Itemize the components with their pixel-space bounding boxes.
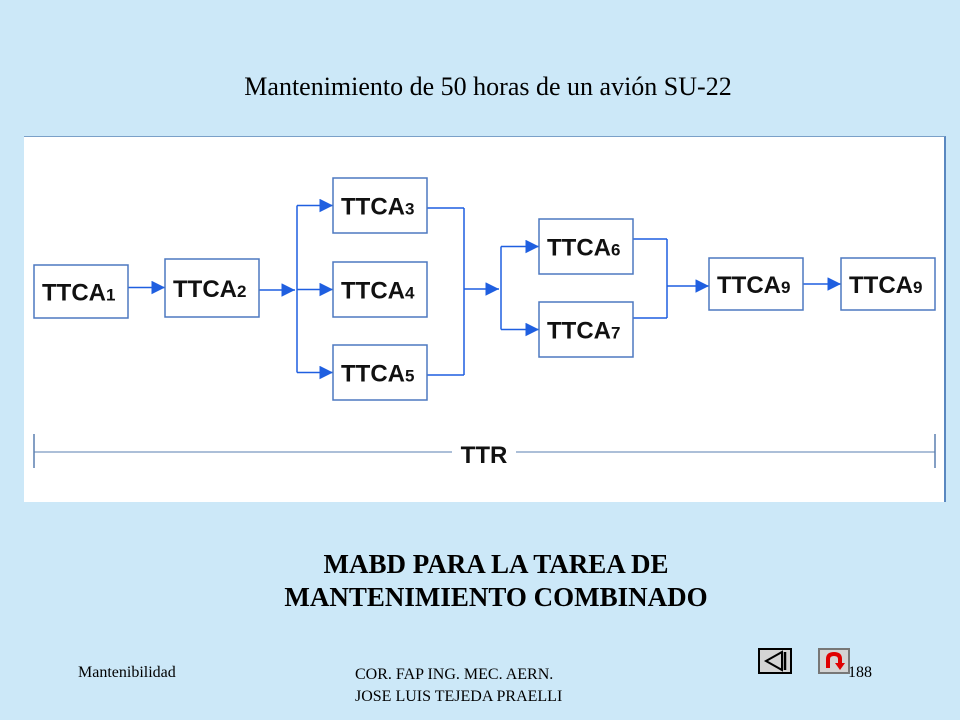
ttr-label: TTR: [461, 442, 508, 469]
diagram-caption: MABD PARA LA TAREA DE MANTENIMIENTO COMB…: [0, 548, 960, 614]
back-button[interactable]: [758, 648, 792, 674]
node-ttca-3: TTCA3: [332, 177, 428, 234]
footer-course: Mantenibilidad: [78, 664, 176, 681]
caption-line-2: MANTENIMIENTO COMBINADO: [284, 582, 708, 612]
diagram-connectors: [128, 198, 841, 380]
return-up-icon: [826, 651, 845, 670]
slide-title: Mantenimiento de 50 horas de un avión SU…: [244, 72, 732, 101]
node-ttca-5: TTCA5: [332, 344, 428, 401]
footer-author: COR. FAP ING. MEC. AERN. JOSE LUIS TEJED…: [355, 664, 562, 708]
node-ttca-1: TTCA1: [33, 264, 129, 319]
caption-line-1: MABD PARA LA TAREA DE: [323, 549, 669, 579]
node-ttca-9: TTCA9: [840, 257, 936, 311]
node-label: TTCA6: [547, 235, 620, 262]
node-label: TTCA7: [547, 318, 620, 345]
page-number: 188: [848, 664, 872, 681]
node-label: TTCA9: [717, 272, 790, 299]
node-label: TTCA4: [341, 278, 415, 305]
footer-author-line-2: JOSE LUIS TEJEDA PRAELLI: [355, 688, 563, 705]
node-label: TTCA3: [341, 194, 414, 221]
node-label: TTCA1: [42, 280, 115, 307]
node-label: TTCA9: [849, 272, 922, 299]
ttr-span: TTR: [33, 434, 936, 469]
node-ttca-2: TTCA2: [164, 258, 260, 318]
back-arrow-icon: [763, 650, 787, 672]
node-ttca-4: TTCA4: [332, 261, 428, 318]
footer-author-line-1: COR. FAP ING. MEC. AERN.: [355, 666, 554, 683]
node-ttca-8: TTCA9: [708, 257, 804, 311]
node-ttca-7: TTCA7: [538, 301, 634, 358]
node-label: TTCA2: [173, 276, 246, 303]
return-button[interactable]: [818, 648, 850, 674]
node-label: TTCA5: [341, 361, 414, 388]
node-ttca-6: TTCA6: [538, 218, 634, 275]
